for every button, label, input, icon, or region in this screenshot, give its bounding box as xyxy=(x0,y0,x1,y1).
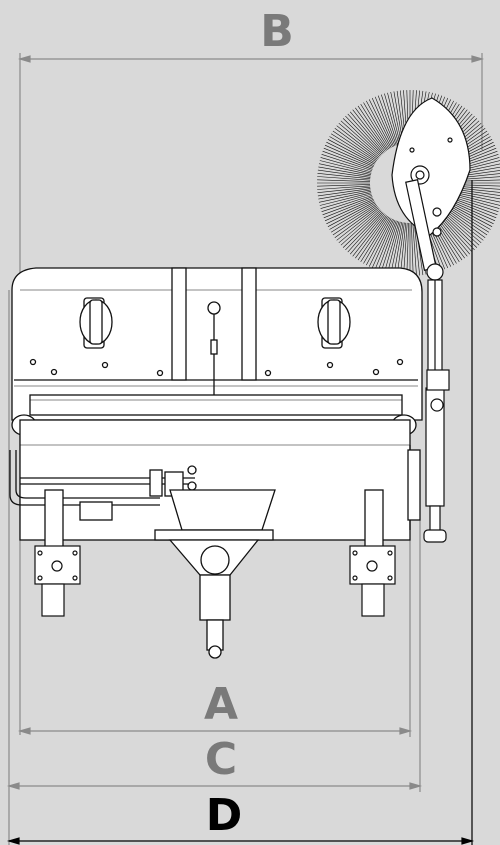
main-housing xyxy=(11,267,423,436)
brush-arm xyxy=(391,97,471,543)
dimension-line-d xyxy=(6,180,475,845)
dimension-label-c: C xyxy=(204,734,238,785)
dimension-line-a xyxy=(17,540,413,737)
chassis xyxy=(9,419,421,659)
dimension-label-d: D xyxy=(205,790,243,841)
sweeper-brush xyxy=(317,90,500,276)
support-feet xyxy=(34,545,396,617)
dimension-label-a: A xyxy=(203,679,239,730)
dimension-label-b: B xyxy=(260,6,294,57)
dimension-line-c xyxy=(6,290,423,845)
